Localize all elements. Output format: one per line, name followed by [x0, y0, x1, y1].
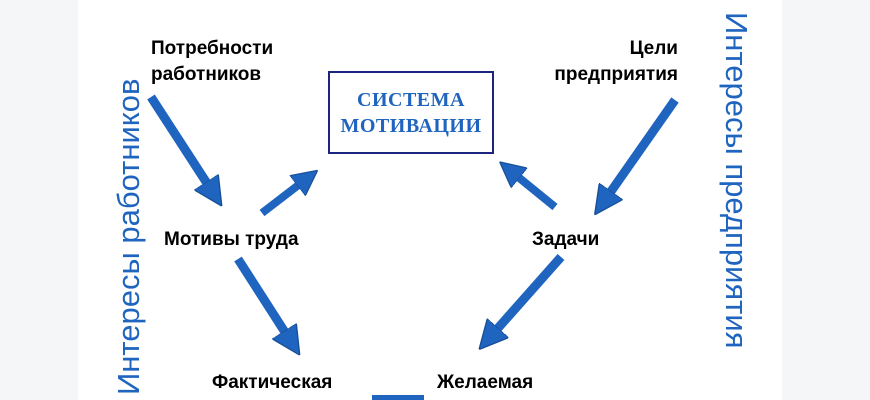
node-employee-needs-line1: Потребности [151, 38, 274, 59]
left-background-panel [0, 0, 78, 400]
node-enterprise-goals: Цели предприятия [536, 36, 678, 88]
node-actual: Фактическая [212, 372, 333, 393]
arrow-motives-to-actual [234, 256, 290, 340]
arrow-goals-to-tasks [605, 97, 679, 200]
node-enterprise-goals-line2: предприятия [554, 64, 678, 85]
arrow-needs-to-motives [147, 94, 212, 191]
node-tasks: Задачи [532, 229, 600, 250]
motivation-system-box: СИСТЕМА МОТИВАЦИИ [328, 71, 494, 154]
node-desired: Желаемая [437, 372, 534, 393]
arrow-tasks-to-system [512, 172, 558, 211]
arrow-tasks-to-desired [491, 254, 565, 336]
node-enterprise-goals-line1: Цели [629, 38, 678, 59]
motivation-system-title-line2: МОТИВАЦИИ [340, 114, 482, 137]
node-employee-needs: Потребности работников [151, 36, 273, 88]
arrow-motives-to-system [259, 180, 305, 217]
right-background-panel [782, 0, 870, 400]
motivation-system-title-line1: СИСТЕМА [357, 88, 465, 111]
node-work-motives: Мотивы труда [164, 229, 299, 250]
node-employee-needs-line2: работников [151, 64, 262, 85]
bottom-connector-bar [372, 395, 424, 400]
